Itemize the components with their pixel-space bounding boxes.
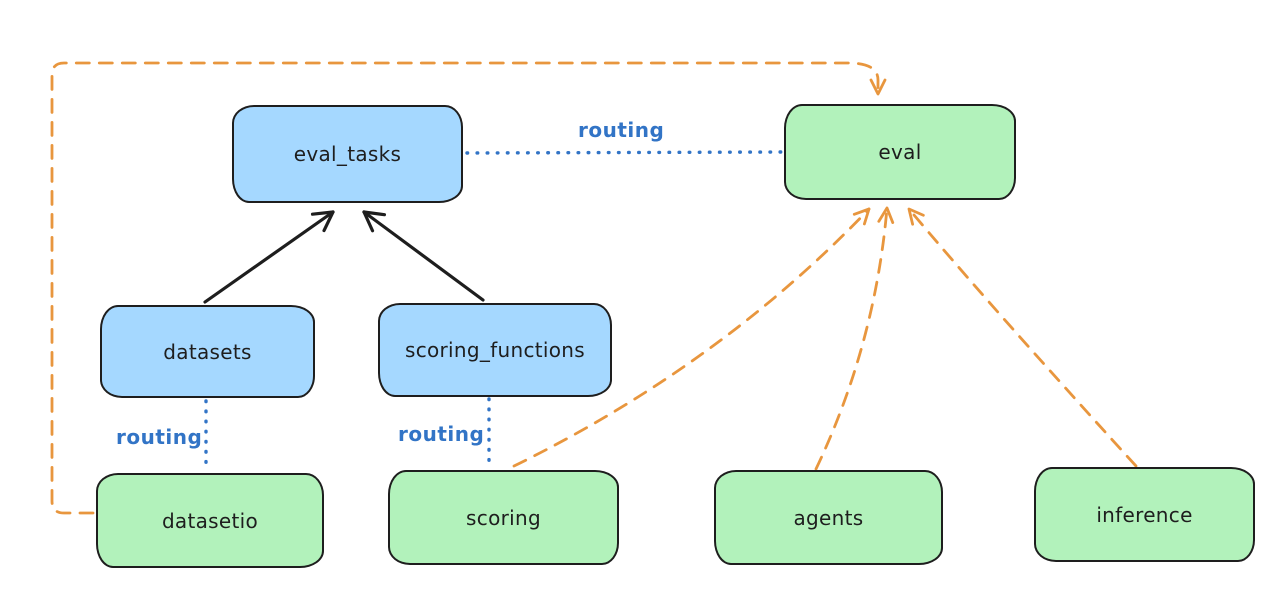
edge-scoring_functions-to-eval_tasks (362, 210, 485, 302)
node-eval-tasks: eval_tasks (232, 105, 463, 203)
node-scoring-label: scoring (466, 505, 541, 530)
node-agents-label: agents (793, 505, 864, 530)
node-inference: inference (1034, 467, 1255, 562)
edge-inference-to-eval (907, 207, 1138, 468)
node-datasets-label: datasets (163, 339, 252, 364)
node-scoring-functions-label: scoring_functions (404, 338, 586, 362)
node-datasetio: datasetio (96, 473, 324, 568)
edge-datasetio-to-eval (50, 61, 887, 515)
edge-eval_tasks-to-eval-routing (465, 150, 784, 155)
node-eval-label: eval (878, 140, 922, 164)
node-datasetio-label: datasetio (161, 508, 259, 533)
edge-datasets-to-eval_tasks (203, 210, 335, 304)
edge-agents-to-eval (814, 206, 895, 471)
node-eval: eval (784, 104, 1016, 200)
node-scoring: scoring (388, 470, 619, 565)
edge-label-routing-eval_tasks-eval: routing (578, 118, 665, 142)
edge-label-routing-datasets-datasetio: routing (116, 425, 203, 449)
node-inference-label: inference (1096, 502, 1193, 527)
node-agents: agents (714, 470, 943, 565)
node-scoring-functions: scoring_functions (378, 303, 612, 397)
edge-label-routing-scoring_functions-scoring: routing (398, 422, 485, 446)
node-datasets: datasets (100, 305, 315, 398)
node-eval-tasks-label: eval_tasks (293, 142, 402, 166)
edge-scoring-to-eval (512, 207, 871, 468)
